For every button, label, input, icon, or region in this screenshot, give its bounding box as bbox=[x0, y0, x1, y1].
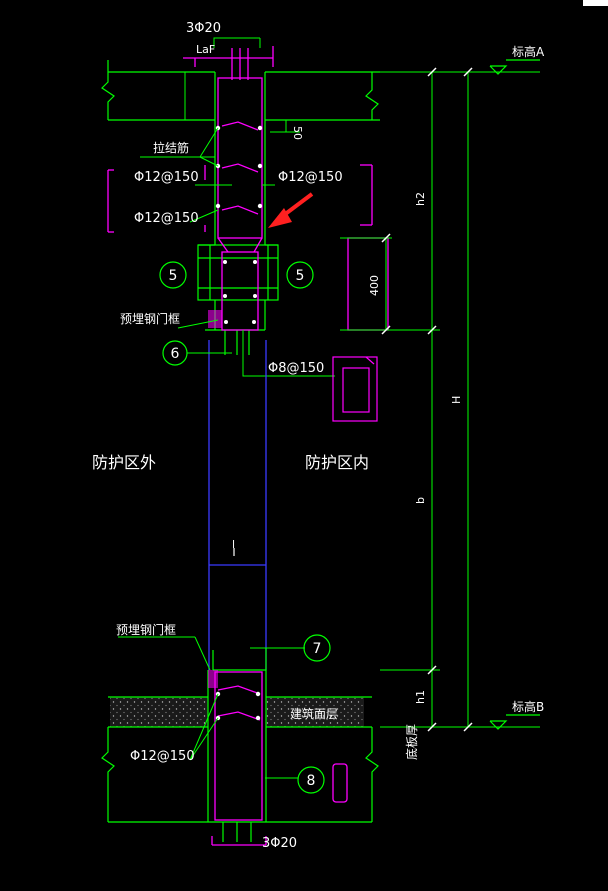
floor-layer-label: 建筑面层 bbox=[290, 706, 338, 721]
embedded-frame-bottom-mark bbox=[208, 670, 218, 688]
marker-7: 7 bbox=[303, 634, 331, 662]
marker-5-right-text: 5 bbox=[296, 268, 305, 284]
dim-l-label: l bbox=[232, 538, 235, 551]
elevation-marker-b bbox=[489, 714, 540, 730]
bottom-rebar-label: 3Φ20 bbox=[262, 836, 297, 851]
dim-h1-label: h1 bbox=[414, 690, 427, 704]
laf-label: LaF bbox=[196, 43, 215, 56]
stirrup-label: Φ8@150 bbox=[268, 361, 324, 376]
rebar-bottom-label: Φ12@150 bbox=[130, 749, 195, 764]
red-arrow bbox=[268, 192, 314, 228]
marker-5-left-text: 5 bbox=[169, 268, 178, 284]
dim-h2-label: h2 bbox=[414, 192, 427, 206]
rebar-right-1-label: Φ12@150 bbox=[278, 170, 343, 185]
dim-b-label: b bbox=[414, 497, 427, 504]
rebar-left-1-label: Φ12@150 bbox=[134, 170, 199, 185]
stirrup-section bbox=[332, 356, 378, 422]
dim-400-label: 400 bbox=[368, 275, 381, 296]
top-rebar-label: 3Φ20 bbox=[186, 21, 221, 36]
door-opening bbox=[208, 340, 267, 670]
lintel-block bbox=[197, 244, 279, 355]
bottom-rebar bbox=[211, 671, 348, 846]
section-frames bbox=[213, 37, 261, 48]
upper-rebar bbox=[107, 46, 389, 331]
outside-zone-label: 防护区外 bbox=[92, 453, 156, 472]
dimension-ticks bbox=[381, 67, 473, 732]
marker-5-right: 5 bbox=[286, 261, 314, 289]
bottom-slab bbox=[101, 648, 379, 842]
dimension-lines bbox=[270, 71, 540, 728]
bottom-plate-label: 底板厚 bbox=[404, 724, 419, 760]
tie-bar-label: 拉结筋 bbox=[153, 140, 189, 155]
marker-8-text: 8 bbox=[307, 773, 316, 789]
floor-layer-left bbox=[110, 697, 208, 727]
dim-50-label: 50 bbox=[291, 126, 304, 140]
upper-wall bbox=[198, 72, 278, 246]
embedded-frame-top-mark bbox=[208, 310, 222, 328]
top-beam bbox=[101, 60, 380, 121]
dim-H-label: H bbox=[450, 396, 463, 404]
marker-5-left: 5 bbox=[159, 261, 187, 289]
rebar-left-2-label: Φ12@150 bbox=[134, 211, 199, 226]
stirrup-leader bbox=[242, 330, 335, 377]
marker-8: 8 bbox=[297, 766, 325, 794]
rebar-dots-upper bbox=[215, 125, 263, 324]
embedded-frame-bottom-label: 预埋钢门框 bbox=[116, 622, 176, 637]
elevation-b-label: 标高B bbox=[512, 699, 544, 714]
inside-zone-label: 防护区内 bbox=[305, 453, 369, 472]
marker-6-text: 6 bbox=[171, 346, 180, 362]
elevation-marker-a bbox=[489, 59, 540, 75]
elevation-a-label: 标高A bbox=[512, 44, 545, 59]
embedded-frame-top-label: 预埋钢门框 bbox=[120, 311, 180, 326]
marker-7-text: 7 bbox=[313, 641, 322, 657]
floor-layer-right bbox=[266, 697, 364, 727]
leader-lines bbox=[118, 127, 305, 779]
marker-6: 6 bbox=[162, 340, 188, 366]
rebar-dots-bottom bbox=[215, 691, 261, 721]
window-accent bbox=[583, 0, 608, 6]
